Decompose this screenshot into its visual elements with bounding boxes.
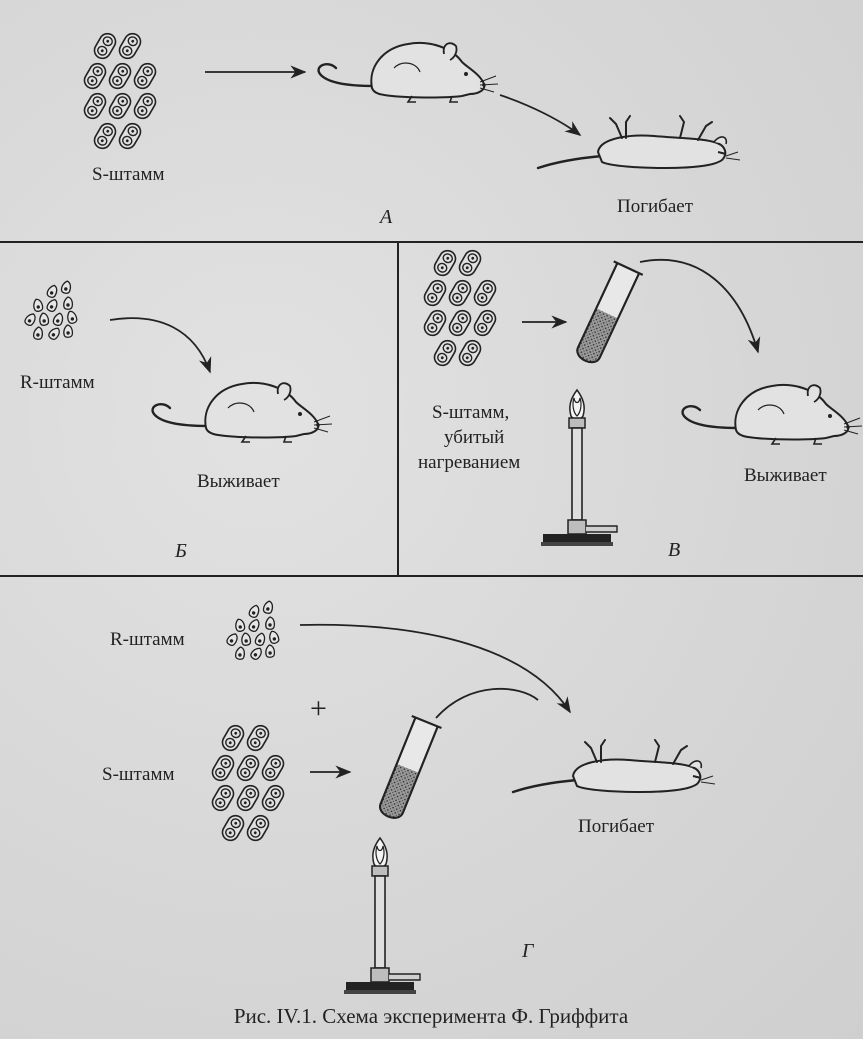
label-a-result: Погибает: [617, 196, 694, 217]
figure-caption: Рис. IV.1. Схема эксперимента Ф. Гриффит…: [234, 1004, 629, 1028]
panel-b: R-штамм Выживает Б: [20, 280, 334, 562]
arrow-b: [109, 317, 212, 374]
living-mouse-icon: [681, 383, 863, 446]
label-v-strain-1: S-штамм,: [432, 402, 509, 423]
label-g-r-strain: R-штамм: [110, 629, 185, 650]
arrow-g-3: [435, 687, 539, 719]
label-v-result: Выживает: [744, 465, 827, 486]
dead-mouse-icon: [511, 738, 717, 794]
s-strain-cells-icon: [82, 31, 159, 152]
label-b-result: Выживает: [197, 471, 280, 492]
bunsen-burner-icon: [540, 389, 618, 547]
s-strain-cells-icon: [422, 248, 499, 369]
panel-g: R-штамм + S-штамм Погибает Г: [102, 600, 717, 995]
test-tube-icon: [569, 260, 644, 369]
panel-a: S-штамм Погибает А: [82, 31, 742, 228]
panel-label-b: Б: [174, 540, 187, 562]
r-strain-cells-icon: [24, 280, 78, 340]
panel-label-g: Г: [521, 940, 535, 962]
living-mouse-icon: [151, 381, 334, 444]
panel-v: S-штамм, убитый нагреванием Выживает В: [418, 248, 863, 561]
panel-label-a: А: [378, 206, 393, 228]
label-g-plus: +: [310, 692, 327, 725]
label-g-s-strain: S-штамм: [102, 764, 175, 785]
label-v-strain-3: нагреванием: [418, 452, 520, 473]
bunsen-burner-icon: [343, 837, 421, 995]
living-mouse-icon: [317, 41, 500, 104]
label-v-strain-2: убитый: [444, 427, 504, 448]
label-g-result: Погибает: [578, 816, 655, 837]
s-strain-cells-icon: [210, 723, 287, 844]
label-b-r-strain: R-штамм: [20, 372, 95, 393]
arrow-g-1: [299, 623, 571, 714]
arrow-a-2: [499, 94, 582, 136]
panel-label-v: В: [668, 539, 680, 561]
r-strain-cells-icon: [226, 600, 280, 660]
dead-mouse-icon: [536, 114, 742, 170]
arrow-v-2: [639, 259, 761, 354]
test-tube-icon: [372, 714, 443, 824]
label-a-s-strain: S-штамм: [92, 164, 165, 185]
